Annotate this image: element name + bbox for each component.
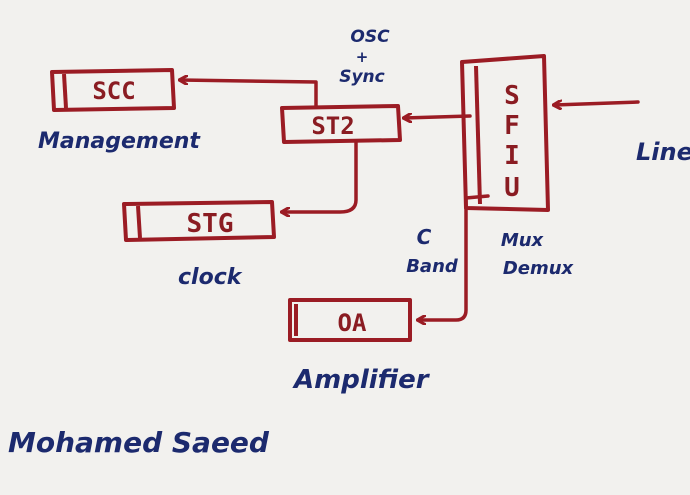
st2-to-scc-arrow	[180, 80, 318, 108]
sync-text: Sync	[339, 67, 385, 87]
sfiu-to-oa-arrow	[418, 194, 490, 320]
author-signature: Mohamed Saeed	[8, 426, 270, 459]
demux-text: Demux	[503, 258, 575, 279]
mux-demux-label: Mux Demux	[501, 230, 575, 279]
management-label: Management	[38, 129, 201, 154]
c-band-label: C Band	[406, 225, 459, 277]
amplifier-label: Amplifier	[292, 365, 431, 395]
st2-label: ST2	[311, 112, 354, 140]
line-label: Line	[636, 138, 690, 166]
st2-to-stg-arrow	[282, 140, 358, 212]
line-input-arrow	[554, 102, 640, 105]
oa-label: OA	[338, 309, 367, 337]
sfiu-letter-f: F	[504, 111, 520, 141]
stg-block: STG	[122, 200, 276, 242]
sfiu-to-st2-arrow	[404, 116, 472, 118]
osc-sync-label: OSC + Sync	[339, 27, 390, 87]
mux-text: Mux	[501, 230, 545, 251]
stg-label: STG	[187, 209, 234, 239]
sfiu-letter-s: S	[504, 81, 520, 111]
clock-label: clock	[178, 265, 243, 290]
sfiu-block: S F I U	[460, 54, 550, 212]
c-text: C	[417, 225, 432, 249]
oa-block: OA	[288, 298, 412, 342]
st2-block: ST2	[280, 104, 402, 144]
plus-text: +	[356, 48, 369, 66]
sfiu-letter-u: U	[504, 173, 520, 203]
sfiu-letter-i: I	[504, 141, 520, 171]
band-text: Band	[406, 256, 459, 277]
scc-label: SCC	[92, 77, 135, 105]
osc-text: OSC	[350, 27, 390, 47]
scc-block: SCC	[50, 68, 176, 112]
